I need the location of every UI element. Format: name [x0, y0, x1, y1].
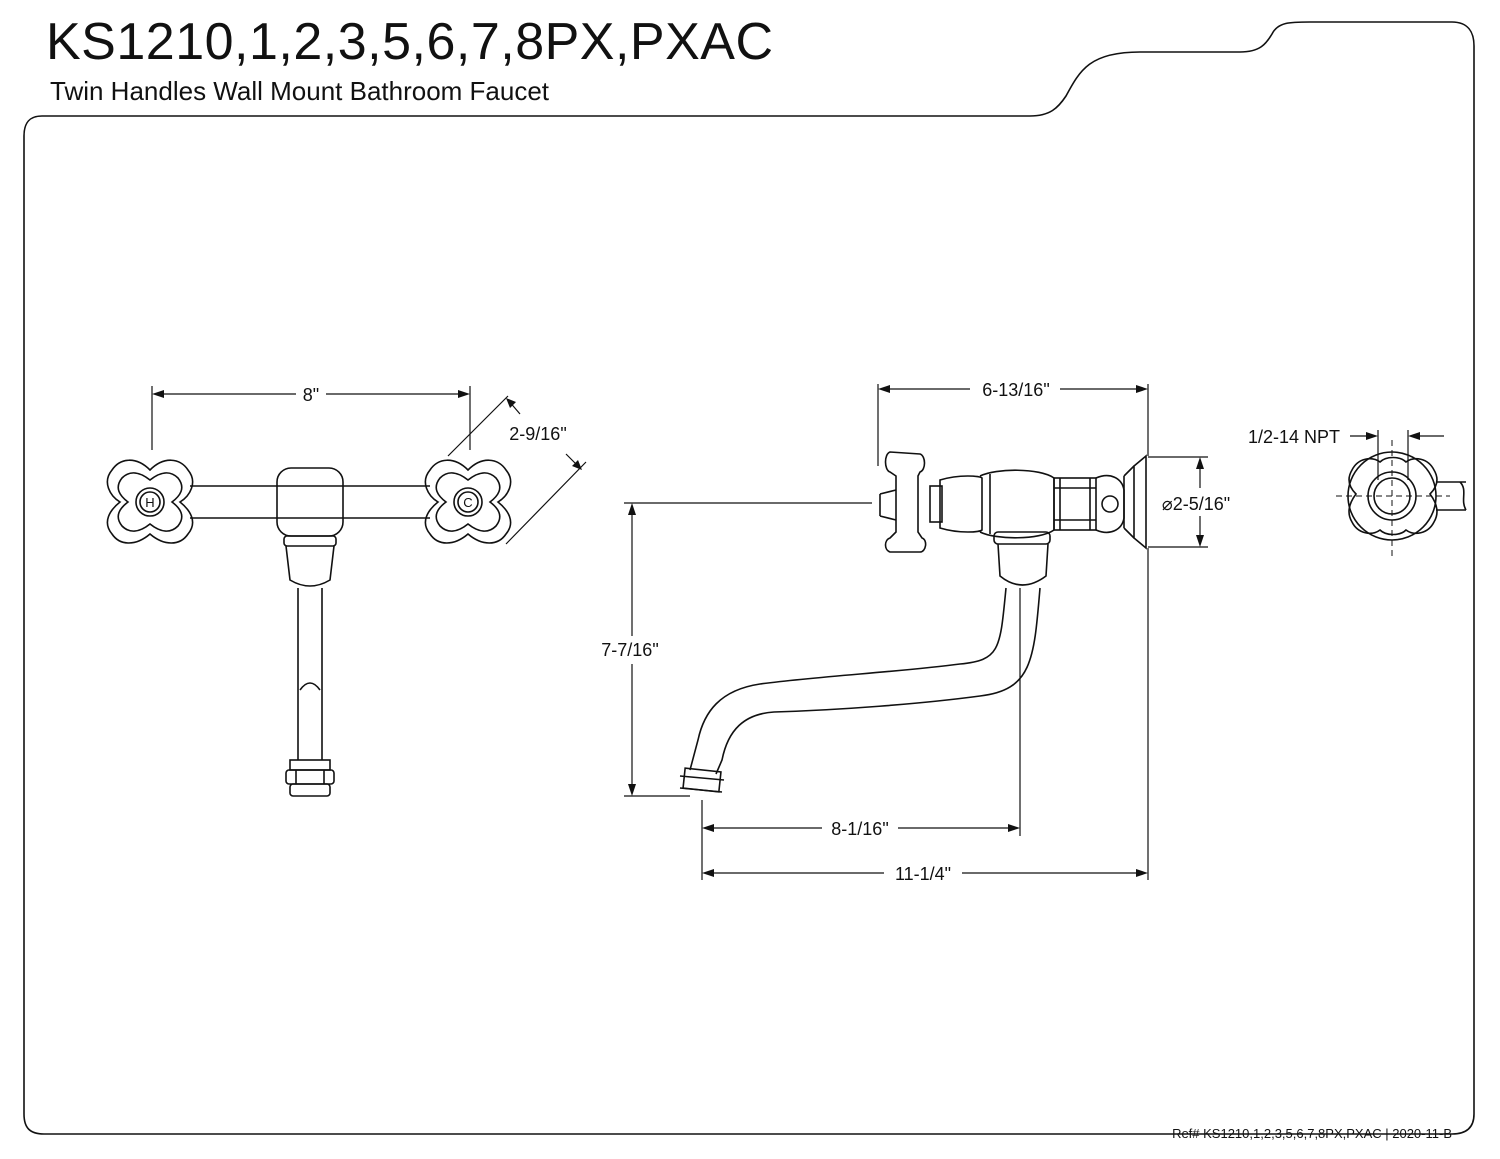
drawing-title: KS1210,1,2,3,5,6,7,8PX,PXAC [46, 13, 774, 71]
dim-side-depth: 6-13/16" [982, 380, 1049, 400]
dim-flange-diameter: ⌀2-5/16" [1162, 494, 1230, 514]
side-view: 6-13/16" ⌀2-5/16" 7-7/16" 8-1/16" 11-1/4… [601, 380, 1230, 884]
cold-mark: C [463, 495, 472, 510]
end-view: 1/2-14 NPT [1248, 427, 1467, 560]
dim-spout-reach-total: 11-1/4" [895, 864, 951, 884]
hot-handle [106, 459, 194, 544]
dim-handle-depth: 2-9/16" [509, 424, 566, 444]
dim-center-spacing: 8" [303, 385, 319, 405]
dim-spout-reach-inner: 8-1/16" [831, 819, 888, 839]
dim-thread-size: 1/2-14 NPT [1248, 427, 1340, 447]
drawing-subtitle: Twin Handles Wall Mount Bathroom Faucet [50, 76, 550, 106]
dim-spout-height: 7-7/16" [601, 640, 658, 660]
hot-mark: H [145, 495, 154, 510]
front-view: H C 8" 2-9/16" [106, 385, 587, 797]
sheet-border [23, 21, 1475, 1135]
cold-handle [424, 459, 512, 544]
